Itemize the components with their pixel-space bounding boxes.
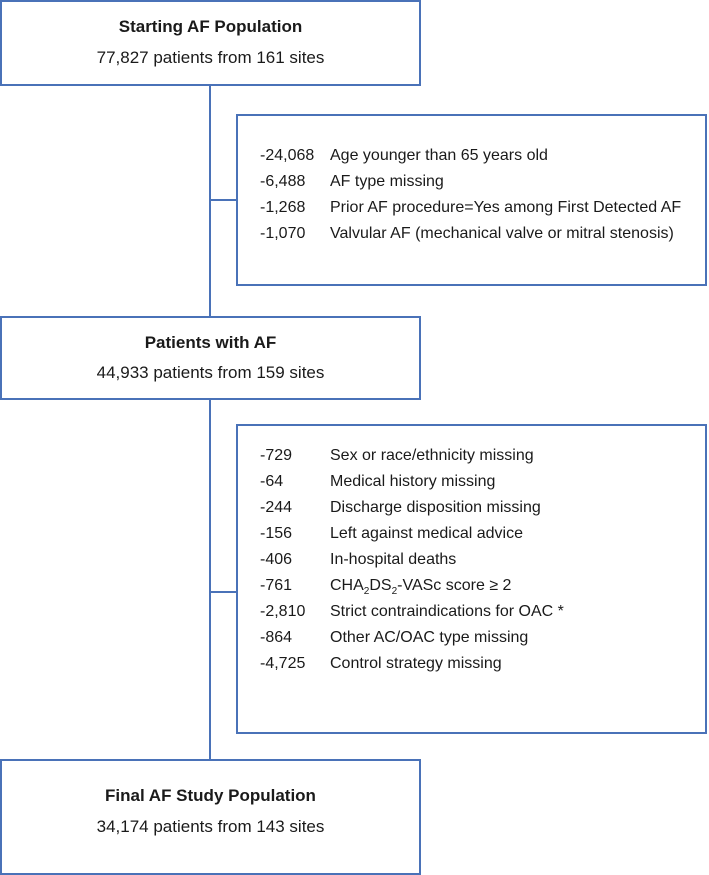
exclusion-reason: Discharge disposition missing [330,499,541,516]
final-population-box: Final AF Study Population 34,174 patient… [0,759,421,875]
patients-with-af-box: Patients with AF 44,933 patients from 15… [0,316,421,400]
exclusion-item: -761 CHA2DS2-VASc score ≥ 2 [260,573,705,599]
exclusion-reason: Strict contraindications for OAC * [330,603,564,620]
exclusion-reason: Medical history missing [330,473,496,490]
exclusion-item: -64 Medical history missing [260,469,705,495]
exclusion-reason: Sex or race/ethnicity missing [330,447,534,464]
exclusion-count: -761 [260,577,293,594]
exclusion-count: -1,070 [260,225,306,242]
exclusion-item: -406 In-hospital deaths [260,547,705,573]
exclusion-reason: Valvular AF (mechanical valve or mitral … [330,225,674,242]
connector-branch-2 [209,591,237,593]
exclusion-reason: AF type missing [330,173,444,190]
exclusion-item: -156 Left against medical advice [260,521,705,547]
starting-population-title: Starting AF Population [118,17,303,36]
exclusion-count: -406 [260,551,293,568]
exclusion-box-2: -729 Sex or race/ethnicity missing -64 M… [236,424,707,734]
connector-branch-1 [209,199,237,201]
exclusion-count: -24,068 [260,147,315,164]
exclusion-reason-chads-vasc: CHA2DS2-VASc score ≥ 2 [330,577,512,598]
exclusion-item: -244 Discharge disposition missing [260,495,705,521]
exclusion-count: -156 [260,525,293,542]
exclusion-item: -864 Other AC/OAC type missing [260,625,705,651]
connector-vertical-2 [209,398,211,760]
exclusion-count: -864 [260,629,293,646]
exclusion-item: -2,810 Strict contraindications for OAC … [260,599,705,625]
exclusion-list-1: -24,068 Age younger than 65 years old -6… [260,143,705,247]
patients-with-af-title: Patients with AF [144,333,277,352]
exclusion-list-2: -729 Sex or race/ethnicity missing -64 M… [260,443,705,677]
exclusion-count: -4,725 [260,655,306,672]
exclusion-count: -6,488 [260,173,306,190]
exclusion-count: -1,268 [260,199,306,216]
starting-population-count: 77,827 patients from 161 sites [96,48,325,67]
exclusion-item: -6,488 AF type missing [260,169,705,195]
final-population-count: 34,174 patients from 143 sites [96,817,325,836]
exclusion-reason: Left against medical advice [330,525,523,542]
exclusion-count: -244 [260,499,293,516]
exclusion-item: -4,725 Control strategy missing [260,651,705,677]
exclusion-count: -729 [260,447,293,464]
exclusion-item: -1,070 Valvular AF (mechanical valve or … [260,221,705,247]
exclusion-item: -729 Sex or race/ethnicity missing [260,443,705,469]
exclusion-reason: In-hospital deaths [330,551,457,568]
exclusion-box-1: -24,068 Age younger than 65 years old -6… [236,114,707,286]
final-population-title: Final AF Study Population [105,786,316,805]
exclusion-reason: Other AC/OAC type missing [330,629,529,646]
exclusion-reason: Prior AF procedure=Yes among First Detec… [330,199,682,216]
connector-vertical-1 [209,84,211,318]
exclusion-count: -64 [260,473,284,490]
exclusion-reason: Control strategy missing [330,655,502,672]
exclusion-reason: Age younger than 65 years old [330,147,548,164]
exclusion-item: -1,268 Prior AF procedure=Yes among Firs… [260,195,705,221]
patients-with-af-count: 44,933 patients from 159 sites [96,363,325,382]
exclusion-count: -2,810 [260,603,306,620]
starting-population-box: Starting AF Population 77,827 patients f… [0,0,421,86]
exclusion-item: -24,068 Age younger than 65 years old [260,143,705,169]
